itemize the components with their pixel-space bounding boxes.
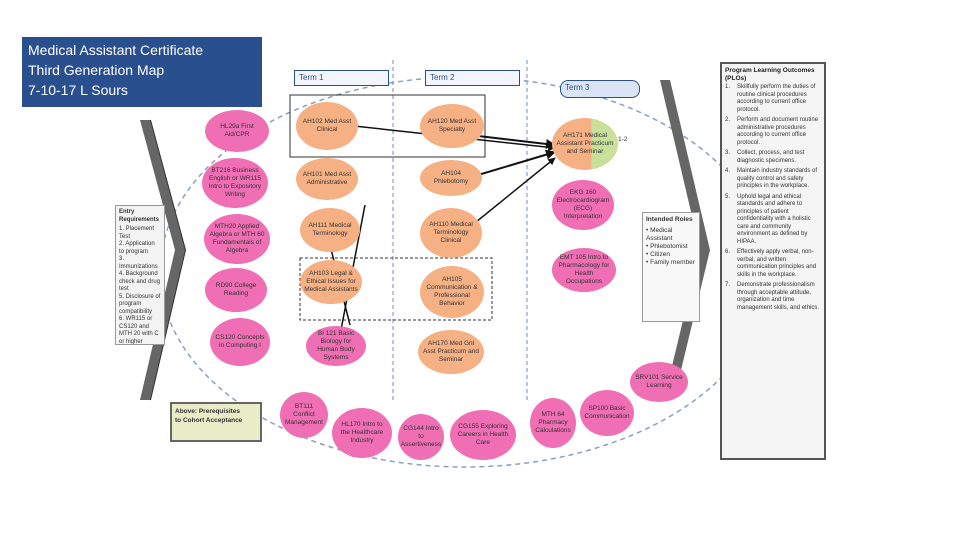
node-phlebotomy: AH104 Phlebotomy bbox=[420, 160, 482, 196]
entry-item: 2. Application to program bbox=[119, 241, 155, 255]
intended-roles-box: Intended Roles • Medical Assistant • Phl… bbox=[642, 212, 700, 322]
plo-number: 2. bbox=[725, 117, 731, 123]
program-learning-outcomes-panel: Program Learning Outcomes (PLOs) 1. Skill… bbox=[720, 62, 826, 460]
node-basic-biology: BI 121 Basic Biology for Human Body Syst… bbox=[306, 326, 366, 366]
node-first-aid: HL29a First Aid/CPR bbox=[205, 110, 269, 152]
node-business-english: BT216 Business English or WR115 Intro to… bbox=[202, 158, 268, 208]
node-exploring-careers: CG155 Exploring Careers in Health Care bbox=[450, 410, 516, 460]
prereq-line-1: Above: Prerequisites bbox=[175, 408, 241, 415]
plo-item: 1. Skillfully perform the duties of routi… bbox=[725, 84, 821, 114]
plo-number: 1. bbox=[725, 84, 731, 90]
entry-item: 1. Placement Test bbox=[119, 226, 155, 240]
entry-requirements-panel: Entry Requirements 1. Placement Test 2. … bbox=[115, 205, 165, 345]
node-electrocardiogram: EKG 160 Electrocardiogram (ECG) Interpre… bbox=[552, 180, 614, 230]
entry-item: 4. Background check and drug test bbox=[119, 271, 161, 292]
role-label: Medical Assistant bbox=[646, 227, 673, 242]
plo-text: Demonstrate professionalism through acce… bbox=[737, 282, 820, 311]
role-item: • Family member bbox=[646, 259, 695, 266]
entry-item: 5. Disclosure of program compatibility bbox=[119, 293, 161, 315]
node-concepts-computing: CS120 Concepts in Computing I bbox=[210, 318, 270, 366]
plo-text: Perform and document routine administrat… bbox=[737, 117, 819, 146]
title-line-1: Medical Assistant Certificate bbox=[28, 42, 204, 58]
communication-group-box bbox=[299, 257, 493, 321]
plo-item: 6. Effectively apply verbal, non-verbal, … bbox=[725, 249, 821, 279]
node-communication-professional: AH105 Communication & Professional Behav… bbox=[420, 266, 484, 318]
term3-credits-note: 1-2 bbox=[618, 136, 628, 143]
role-item: • Phlebotomist bbox=[646, 243, 688, 250]
node-ah101-administrative: AH101 Med Asst Administrative bbox=[296, 158, 358, 200]
plo-number: 4. bbox=[725, 168, 731, 174]
node-practicum-term3: AH171 Medical Assistant Practicum and Se… bbox=[552, 118, 618, 170]
plo-item: 7. Demonstrate professionalism through ac… bbox=[725, 282, 821, 312]
node-college-reading: RD90 College Reading bbox=[205, 268, 267, 312]
node-healthcare-industry: HL170 Intro to the Healthcare Industry bbox=[332, 408, 392, 458]
arrow-1 bbox=[469, 134, 556, 149]
arrow-2 bbox=[467, 149, 556, 179]
term-1-header: Term 1 bbox=[294, 70, 389, 86]
node-med-asst-practicum: AH170 Med Gnl Asst Practicum and Seminar bbox=[418, 330, 484, 374]
roles-title: Intended Roles bbox=[646, 216, 693, 223]
role-item: • Medical Assistant bbox=[646, 227, 673, 242]
node-med-asst-specialty: AH120 Med Asst Specialty bbox=[420, 104, 484, 148]
title-line-3: 7-10-17 L Sours bbox=[28, 82, 128, 98]
entry-item: 3. Immunizations bbox=[119, 256, 158, 270]
plo-item: 2. Perform and document routine administr… bbox=[725, 117, 821, 147]
role-item: • Citizen bbox=[646, 251, 670, 258]
role-label: Citizen bbox=[650, 251, 670, 258]
term-2-header: Term 2 bbox=[425, 70, 520, 86]
node-conflict-management: BT111 Conflict Management bbox=[280, 392, 328, 438]
prereq-line-2: to Cohort Acceptance bbox=[175, 417, 243, 424]
node-basic-communication: SP100 Basic Communication bbox=[580, 390, 634, 436]
plo-text: Effectively apply verbal, non-verbal, an… bbox=[737, 249, 817, 278]
map-title-box: Medical Assistant Certificate Third Gene… bbox=[22, 37, 262, 107]
plo-number: 6. bbox=[725, 249, 731, 255]
entry-panel-title: Entry Requirements bbox=[119, 209, 160, 223]
role-label: Family member bbox=[650, 259, 695, 266]
node-service-learning: SRV101 Service Learning bbox=[630, 362, 688, 402]
plo-text: Skillfully perform the duties of routine… bbox=[737, 84, 816, 113]
right-chevron bbox=[660, 80, 710, 395]
node-medical-terminology: AH111 Medical Terminology bbox=[300, 208, 360, 252]
node-algebra: MTH20 Applied Algebra or MTH 60 Fundamen… bbox=[204, 214, 270, 264]
plo-number: 3. bbox=[725, 150, 731, 156]
plo-number: 5. bbox=[725, 193, 731, 200]
title-line-2: Third Generation Map bbox=[28, 62, 165, 78]
node-assertiveness: CG144 Intro to Assertiveness bbox=[398, 414, 444, 460]
plo-number: 7. bbox=[725, 282, 731, 288]
node-legal-ethical: AH103 Legal & Ethical Issues for Medical… bbox=[300, 260, 362, 304]
plo-title: Program Learning Outcomes (PLOs) bbox=[725, 67, 815, 82]
term-3-header: Term 3 bbox=[560, 80, 640, 98]
clinical-group-box bbox=[289, 94, 486, 158]
role-label: Phlebotomist bbox=[650, 243, 688, 250]
plo-item: 4. Maintain industry standards of quality… bbox=[725, 168, 821, 191]
prerequisites-note-box: Above: Prerequisites to Cohort Acceptanc… bbox=[170, 402, 262, 442]
node-intro-pharmacology: EMT 105 Intro to Pharmacology for Health… bbox=[552, 248, 616, 292]
node-ah102-clinical: AH102 Med Asst Clinical bbox=[296, 102, 358, 150]
plo-text: Collect, process, and test diagnostic sp… bbox=[737, 150, 805, 164]
node-med-term-clinical: AH110 Medical Terminology Clinical bbox=[420, 208, 482, 258]
plo-text: Uphold legal and ethical standards and a… bbox=[737, 193, 811, 245]
plo-item: 5. Uphold legal and ethical standards and… bbox=[725, 194, 821, 247]
node-pharmacy-calculations: MTH 64 Pharmacy Calculations bbox=[530, 398, 576, 448]
entry-item: 6. WR115 or CS120 and MTH 20 with C or h… bbox=[119, 316, 159, 345]
plo-text: Maintain industry standards of quality c… bbox=[737, 168, 818, 189]
plo-item: 3. Collect, process, and test diagnostic … bbox=[725, 150, 821, 165]
